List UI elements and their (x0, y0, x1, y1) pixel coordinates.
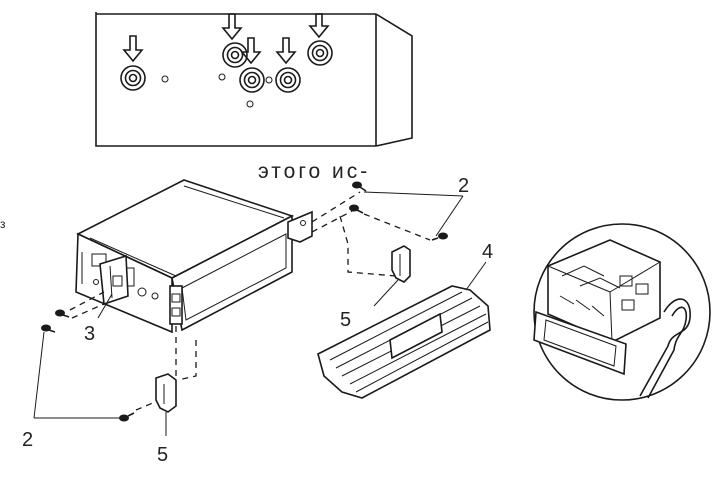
callout-trim-frame: 4 (482, 241, 493, 263)
arrow-down-icon-2 (221, 13, 243, 41)
assembly-guides (69, 191, 431, 411)
arrow-down-icon-5 (308, 13, 330, 39)
head-unit-chassis (75, 179, 313, 334)
callout-screws-bottom: 2 (22, 429, 33, 451)
rca-connector-5 (307, 40, 333, 66)
rca-connector-3 (239, 67, 265, 108)
callout-left-bracket: 3 (84, 323, 95, 345)
screw-bottom-1 (55, 309, 70, 318)
screw-top-2 (349, 204, 364, 214)
callout-clip-upper: 5 (340, 309, 351, 331)
screw-bottom-2 (41, 324, 56, 333)
clip-upper (391, 245, 411, 283)
screw-bottom-3 (119, 412, 135, 422)
screw-top-3 (431, 232, 448, 241)
arrow-down-icon-4 (275, 37, 297, 65)
left-bracket (99, 254, 129, 306)
arrow-down-icon-3 (240, 37, 262, 65)
caption-fragment: этого ис- (258, 160, 370, 183)
clip-lower (155, 373, 177, 413)
callout-screws-top: 2 (458, 175, 469, 197)
callout-lines (33, 191, 487, 436)
side-mark: з (0, 217, 6, 231)
screw-top-1 (352, 181, 367, 192)
callout-clip-lower: 5 (157, 444, 168, 466)
trim-frame (317, 285, 491, 399)
arrow-down-icon-1 (122, 35, 144, 63)
rca-connector-2 (218, 42, 248, 81)
rear-panel (95, 12, 413, 147)
detail-magnifier (533, 223, 711, 401)
rca-connector-4 (265, 67, 301, 93)
rca-connector-1 (120, 65, 169, 91)
